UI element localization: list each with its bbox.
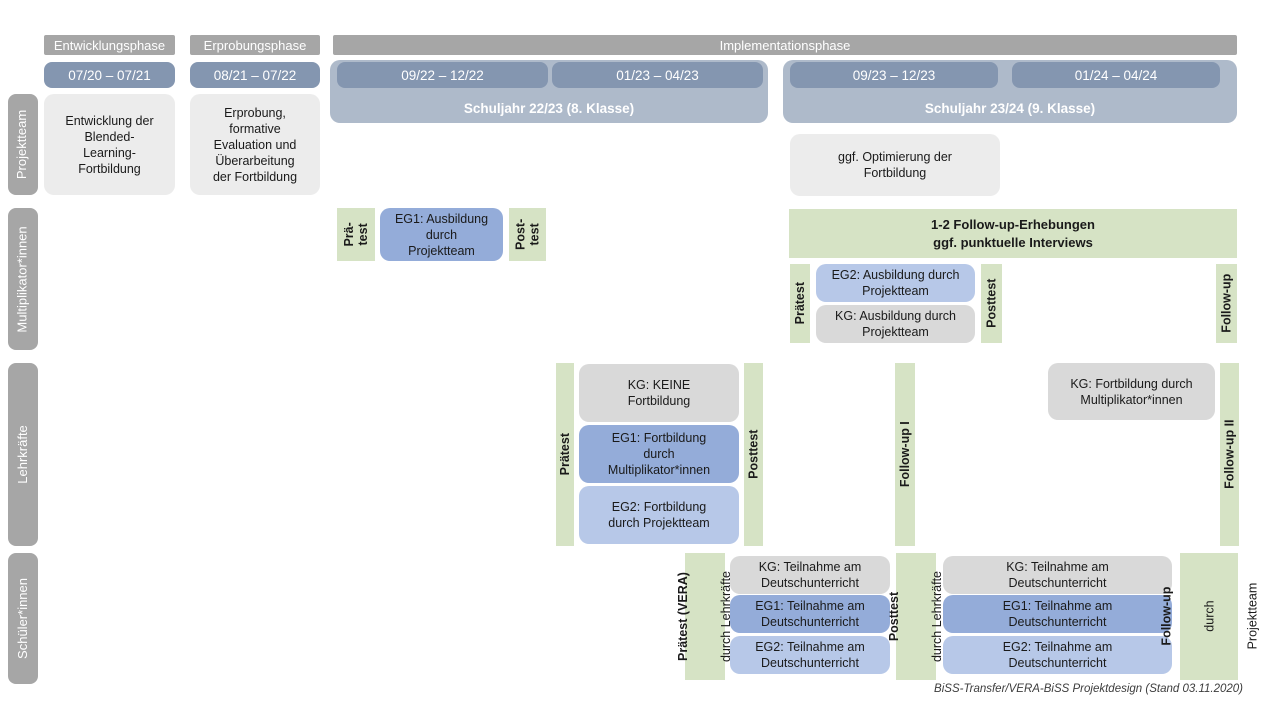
bar-posttest-multiplikator-1-text: Post- test [513, 218, 542, 251]
followup-schueler-sub1: durch [1201, 600, 1216, 633]
box-optimierung-fortbildung: ggf. Optimierung der Fortbildung [790, 134, 1000, 196]
bar-praetest-multiplikator-1-text: Prä- test [341, 222, 370, 247]
bar-praetest-multiplikator-2: Prätest [790, 264, 810, 343]
phase-header-entwicklung: Entwicklungsphase [44, 35, 175, 55]
date-bar-0821-0722: 08/21 – 07/22 [190, 62, 320, 88]
followup-schueler-sub2: Projektteam [1244, 583, 1259, 650]
date-bar-0720-0721: 07/20 – 07/21 [44, 62, 175, 88]
bar-followup2-lehrkraefte: Follow-up II [1220, 363, 1239, 546]
bar-praetest-multiplikator-1: Prä- test [337, 208, 375, 261]
box-kg-keine-fortbildung: KG: KEINE Fortbildung [579, 364, 739, 422]
bar-praetest-multiplikator-2-text: Prätest [792, 282, 807, 325]
row-label-schueler-text: Schüler*innen [14, 578, 30, 659]
bar-posttest-lehrkraefte-text: Posttest [746, 429, 761, 480]
row-label-lehrkraefte-text: Lehrkräfte [14, 425, 30, 484]
bar-followup1-lehrkraefte-text: Follow-up I [897, 421, 912, 488]
box-kg-teilnahme-right: KG: Teilnahme am Deutschunterricht [943, 556, 1172, 594]
date-bar-0123-0423: 01/23 – 04/23 [552, 62, 763, 88]
bar-followup-multiplikator: Follow-up [1216, 264, 1237, 343]
date-bar-0922-1222: 09/22 – 12/22 [337, 62, 548, 88]
diagram-caption: BiSS-Transfer/VERA-BiSS Projektdesign (S… [934, 683, 1243, 695]
row-label-schueler: Schüler*innen [8, 553, 38, 684]
bar-followup2-lehrkraefte-text: Follow-up II [1222, 419, 1237, 490]
posttest-schueler-main: Posttest [887, 591, 902, 642]
bar-followup1-lehrkraefte: Follow-up I [895, 363, 915, 546]
bar-praetest-lehrkraefte-text: Prätest [557, 433, 572, 476]
box-kg-teilnahme-left: KG: Teilnahme am Deutschunterricht [730, 556, 890, 594]
box-erprobung-evaluation: Erprobung, formative Evaluation und Über… [190, 94, 320, 195]
box-entwicklung-fortbildung: Entwicklung der Blended- Learning- Fortb… [44, 94, 175, 195]
date-bar-0923-1223: 09/23 – 12/23 [790, 62, 998, 88]
box-eg1-teilnahme-left: EG1: Teilnahme am Deutschunterricht [730, 595, 890, 633]
row-label-projektteam: Projektteam [8, 94, 38, 195]
schuljahr-label-22-23: Schuljahr 22/23 (8. Klasse) [463, 101, 635, 116]
bar-posttest-multiplikator-2-text: Posttest [984, 278, 999, 329]
bar-posttest-multiplikator-1: Post- test [509, 208, 546, 261]
row-label-lehrkraefte: Lehrkräfte [8, 363, 38, 546]
followup-schueler-main: Follow-up [1158, 586, 1173, 647]
praetest-vera-main: Prätest (VERA) [676, 572, 691, 661]
date-bar-0124-0424: 01/24 – 04/24 [1012, 62, 1220, 88]
box-kg-fortbildung-multiplikator: KG: Fortbildung durch Multiplikator*inne… [1048, 363, 1215, 420]
row-label-multiplikator: Multiplikator*innen [8, 208, 38, 350]
box-eg2-ausbildung-projektteam: EG2: Ausbildung durch Projektteam [816, 264, 975, 302]
box-followup-erhebungen: 1-2 Follow-up-Erhebungen ggf. punktuelle… [789, 209, 1237, 258]
box-eg2-teilnahme-left: EG2: Teilnahme am Deutschunterricht [730, 636, 890, 674]
box-kg-ausbildung-projektteam: KG: Ausbildung durch Projektteam [816, 305, 975, 343]
box-eg1-fortbildung-multiplikator: EG1: Fortbildung durch Multiplikator*inn… [579, 425, 739, 483]
box-eg1-ausbildung-projektteam: EG1: Ausbildung durch Projektteam [380, 208, 503, 261]
schuljahr-label-23-24: Schuljahr 23/24 (9. Klasse) [924, 101, 1096, 116]
bar-posttest-multiplikator-2: Posttest [981, 264, 1002, 343]
row-label-projektteam-text: Projektteam [14, 109, 30, 180]
bar-posttest-schueler: Posttest durch Lehrkräfte [887, 553, 944, 680]
bar-followup-multiplikator-text: Follow-up [1219, 273, 1234, 334]
bar-praetest-vera-schueler: Prätest (VERA) durch Lehrkräfte [676, 553, 733, 680]
bar-followup-schueler-text: Follow-up durch Projektteam [1130, 583, 1280, 650]
phase-header-implementation: Implementationsphase [333, 35, 1237, 55]
box-eg1-teilnahme-right: EG1: Teilnahme am Deutschunterricht [943, 595, 1172, 633]
bar-posttest-lehrkraefte: Posttest [744, 363, 763, 546]
phase-header-erprobung: Erprobungsphase [190, 35, 320, 55]
box-eg2-fortbildung-projektteam: EG2: Fortbildung durch Projektteam [579, 486, 739, 544]
bar-followup-schueler: Follow-up durch Projektteam [1159, 553, 1259, 680]
bar-praetest-lehrkraefte: Prätest [556, 363, 574, 546]
box-eg2-teilnahme-right: EG2: Teilnahme am Deutschunterricht [943, 636, 1172, 674]
row-label-multiplikator-text: Multiplikator*innen [14, 225, 30, 333]
